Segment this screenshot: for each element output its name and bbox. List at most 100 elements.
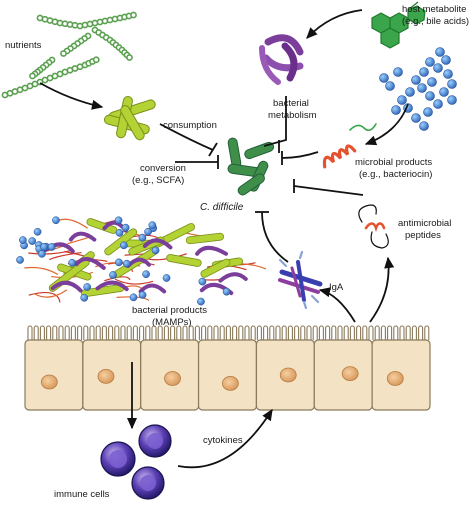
mucus-fiber — [24, 266, 59, 276]
curved-bacterium — [195, 245, 228, 256]
mucus-fiber — [104, 276, 131, 282]
mamp-bead — [162, 274, 171, 282]
bacteriocin-bead — [435, 47, 445, 57]
nutrient-bead — [130, 11, 137, 19]
mamp-bead — [198, 277, 207, 286]
commensal-bacteria-rods — [104, 95, 156, 141]
curved-bacterium — [68, 231, 97, 242]
consumption-label: consumption — [163, 120, 217, 131]
bacteriocin-bead — [439, 87, 449, 97]
commensal-rod — [200, 258, 231, 278]
mamp-bead — [52, 216, 60, 225]
bacteriocin-bead — [425, 91, 435, 101]
mamp-bead — [16, 256, 24, 264]
mamp-bead — [138, 233, 147, 242]
mamp-bead — [197, 297, 205, 306]
commensal-rod — [86, 218, 118, 234]
cell-nucleus — [40, 374, 58, 390]
mamp-bead — [119, 241, 128, 250]
nutrient-molecules — [1, 11, 137, 99]
mamp-bead — [40, 243, 49, 251]
conversion-label-1: conversion — [140, 163, 186, 174]
cell-nucleus — [341, 366, 359, 382]
mucus-fiber — [51, 271, 94, 279]
mamp-bead — [28, 237, 37, 245]
immune-cells — [100, 424, 172, 500]
curved-bacterium — [142, 238, 173, 250]
curved-bacterium — [218, 272, 248, 283]
bacteriocin-bead — [419, 67, 429, 77]
mamp-bead — [80, 293, 89, 302]
microvilli — [27, 325, 430, 340]
cytokines-label: cytokines — [203, 435, 243, 446]
commensal-rod — [185, 232, 224, 245]
curved-bacterium — [95, 280, 129, 292]
nutrient-bead — [92, 56, 100, 64]
microbial-products-label-1: microbial products — [355, 157, 432, 168]
bacteriocin-bead — [441, 55, 451, 65]
intestinal-epithelium — [24, 325, 431, 411]
immune-cells-label: immune cells — [54, 489, 110, 500]
bacteriocin-molecules — [379, 47, 457, 131]
mamp-bead — [115, 228, 124, 237]
mamp-bead — [148, 221, 157, 230]
host-metabolite-label-1: host metabolite — [402, 4, 466, 15]
mamp-bead — [115, 258, 123, 267]
bacteriocin-bead — [391, 105, 401, 115]
mamp-bead — [144, 227, 152, 236]
bacteriocin-bead — [447, 95, 457, 105]
curved-bacterium — [74, 257, 106, 270]
nutrient-bead — [126, 54, 133, 61]
cell-nucleus — [164, 371, 181, 386]
bacterial-products-label-2: (MAMPs) — [152, 317, 192, 328]
bacterial-products-label-1: bacterial products — [132, 305, 207, 316]
mamp-bead — [114, 216, 123, 225]
curved-bacterium — [50, 280, 83, 293]
bacteriocin-bead — [379, 73, 389, 83]
mamp-bead — [138, 291, 147, 299]
cell-nucleus — [97, 368, 115, 384]
mamp-bead — [68, 258, 77, 267]
epithelial-cell — [197, 339, 258, 411]
bacteriocin-bead — [397, 95, 407, 105]
iga-antibody — [278, 250, 323, 310]
mamp-bead — [83, 283, 92, 291]
antimicrobial-peptide — [358, 204, 389, 249]
mamp-bead — [47, 243, 56, 251]
mucosal-microbiota — [16, 216, 267, 306]
host-metabolite-label-2: (e.g., bile acids) — [402, 16, 469, 27]
mamp-bead — [222, 287, 231, 296]
mucus-fiber — [34, 289, 68, 298]
mucus-fiber — [116, 296, 150, 302]
nutrient-bead — [29, 72, 36, 80]
mamp-bead — [33, 227, 42, 236]
bacterial-metabolism-label-1: bacterial — [273, 98, 309, 109]
bacteriocin-bead — [411, 113, 421, 123]
mamp-bead — [129, 293, 138, 302]
bacteriocin-bead — [419, 121, 429, 131]
inhibition-lines — [159, 96, 364, 263]
bacteriocin-bead — [417, 83, 427, 93]
mamp-bead — [122, 259, 131, 268]
mucus-fiber — [28, 292, 61, 303]
bile-acid-molecule — [371, 1, 426, 49]
bacteriocin-bead — [447, 79, 457, 89]
iga-label: IgA — [329, 282, 344, 293]
antimicrobial-label-2: peptides — [405, 230, 441, 241]
bacteriocin-bead — [423, 107, 433, 117]
antimicrobial-label-1: antimicrobial — [398, 218, 451, 229]
mamp-bead — [38, 249, 46, 258]
bacteriocin-bead — [443, 69, 453, 79]
bacteriocin-bead — [427, 77, 437, 87]
cell-nucleus — [221, 375, 239, 391]
bacteriocin-bead — [425, 57, 435, 67]
metabolism-bacteria — [259, 34, 304, 85]
microbial-products-label-2: (e.g., bacteriocin) — [359, 169, 432, 180]
bacteriocin-bead — [433, 63, 443, 73]
pathway-arrows — [39, 9, 409, 469]
bacteriocin-bead — [433, 99, 443, 109]
mucus-fiber — [28, 249, 73, 255]
bacteriocin-bead — [411, 75, 421, 85]
mamp-bead — [121, 223, 130, 232]
